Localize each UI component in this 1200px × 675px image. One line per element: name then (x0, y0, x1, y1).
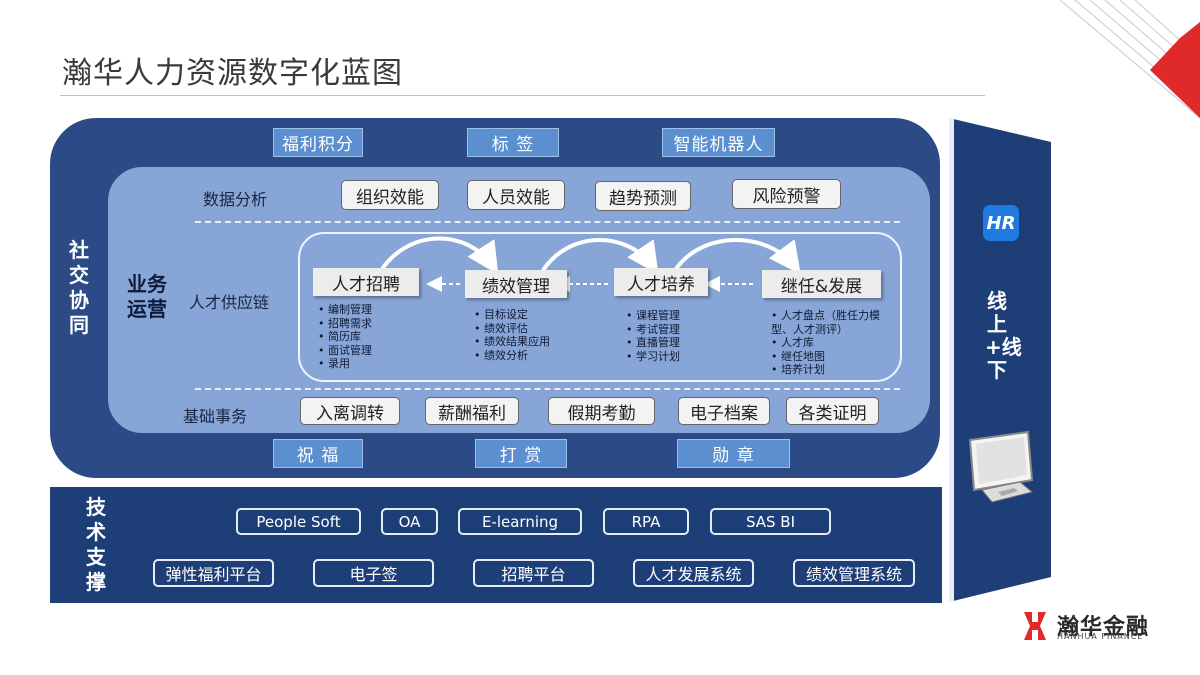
data-org-efficiency[interactable]: 组织效能 (341, 180, 439, 210)
list-item: 绩效结果应用 (474, 335, 594, 349)
tech-flex-welfare[interactable]: 弹性福利平台 (153, 559, 274, 587)
page-title: 瀚华人力资源数字化蓝图 (62, 56, 403, 91)
talent-chain-label: 人才供应链 (189, 293, 270, 312)
succession-items: 人才盘点（胜任力模型、人才测评） 人才库 继任地图 培养计划 (771, 309, 889, 377)
feature-smart-robot[interactable]: 智能机器人 (662, 128, 775, 157)
list-item: 绩效分析 (474, 349, 594, 363)
basic-affairs-label: 基础事务 (183, 407, 248, 426)
tech-recruit-platform[interactable]: 招聘平台 (473, 559, 594, 587)
online-offline-label: 线上+线下 (985, 289, 1022, 382)
divider-dashed-top (195, 221, 900, 223)
affair-certificates[interactable]: 各类证明 (786, 397, 879, 425)
affair-attendance[interactable]: 假期考勤 (548, 397, 655, 425)
stage-succession[interactable]: 继任&发展 (762, 270, 881, 298)
list-item: 绩效评估 (474, 322, 594, 336)
list-item: 面试管理 (318, 344, 428, 358)
stage-cultivation[interactable]: 人才培养 (614, 268, 708, 296)
list-item: 招聘需求 (318, 317, 428, 331)
tech-e-sign[interactable]: 电子签 (313, 559, 434, 587)
stage-performance[interactable]: 绩效管理 (465, 270, 567, 298)
tech-sas-bi[interactable]: SAS BI (710, 508, 831, 535)
hr-logo-icon: HR (983, 205, 1019, 241)
stage-recruitment[interactable]: 人才招聘 (313, 268, 419, 296)
feature-welfare-points[interactable]: 福利积分 (273, 128, 363, 157)
list-item: 录用 (318, 357, 428, 371)
business-ops-label: 业务运营 (127, 272, 167, 321)
social-collab-label: 社交协同 (69, 238, 89, 337)
brand-subtitle: HANHUA FINANCE (1057, 632, 1144, 641)
list-item: 考试管理 (626, 323, 736, 337)
list-item: 简历库 (318, 330, 428, 344)
list-item: 课程管理 (626, 309, 736, 323)
talent-chain-box (298, 232, 902, 382)
recruitment-items: 编制管理 招聘需求 简历库 面试管理 录用 (318, 303, 428, 371)
affair-onboarding[interactable]: 入离调转 (300, 397, 400, 425)
brand-name: 瀚华金融 (1057, 615, 1150, 640)
affair-compensation[interactable]: 薪酬福利 (425, 397, 519, 425)
list-item: 目标设定 (474, 308, 594, 322)
list-item: 直播管理 (626, 336, 736, 350)
chain-arrows (378, 236, 801, 292)
list-item: 编制管理 (318, 303, 428, 317)
tech-talent-dev[interactable]: 人才发展系统 (633, 559, 754, 587)
list-item: 继任地图 (771, 350, 889, 364)
divider-dashed-bottom (195, 388, 900, 390)
tech-support-label: 技术支撑 (86, 495, 106, 594)
data-analysis-label: 数据分析 (203, 190, 268, 209)
computer-icon (968, 430, 1034, 503)
tech-rpa[interactable]: RPA (603, 508, 689, 535)
data-risk-warning[interactable]: 风险预警 (732, 179, 841, 209)
feature-reward[interactable]: 打 赏 (475, 439, 567, 468)
tech-perf-system[interactable]: 绩效管理系统 (793, 559, 915, 587)
feature-medal[interactable]: 勋 章 (677, 439, 790, 468)
list-item: 学习计划 (626, 350, 736, 364)
feature-blessing[interactable]: 祝 福 (273, 439, 363, 468)
list-item: 人才库 (771, 336, 889, 350)
tech-elearning[interactable]: E-learning (458, 508, 582, 535)
feature-tags[interactable]: 标 签 (467, 128, 559, 157)
list-item: 人才盘点（胜任力模型、人才测评） (771, 309, 889, 336)
corner-decoration (1059, 0, 1200, 119)
affair-e-archive[interactable]: 电子档案 (678, 397, 770, 425)
brand-logo-icon (1024, 612, 1046, 640)
performance-items: 目标设定 绩效评估 绩效结果应用 绩效分析 (474, 308, 594, 362)
title-divider (60, 95, 985, 96)
cultivation-items: 课程管理 考试管理 直播管理 学习计划 (626, 309, 736, 363)
data-staff-efficiency[interactable]: 人员效能 (467, 180, 565, 210)
tech-peoplesoft[interactable]: People Soft (236, 508, 361, 535)
tech-oa[interactable]: OA (381, 508, 438, 535)
data-trend-forecast[interactable]: 趋势预测 (595, 181, 691, 211)
list-item: 培养计划 (771, 363, 889, 377)
